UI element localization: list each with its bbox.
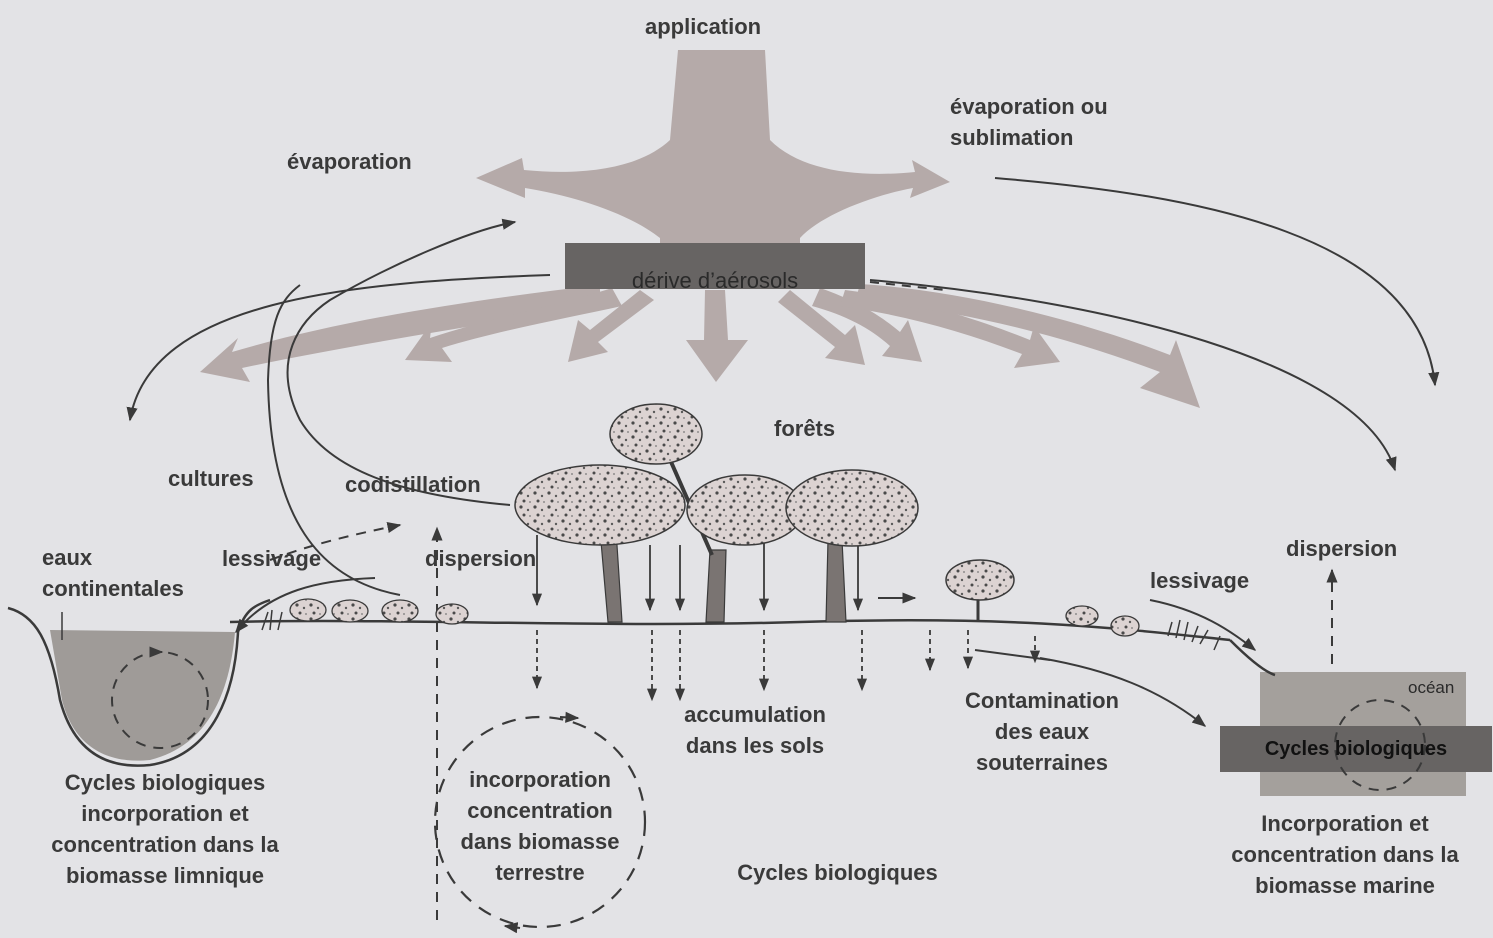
groundwater-line — [975, 650, 1050, 660]
label-limnique-2: incorporation et — [20, 799, 310, 829]
crop-shrub — [382, 600, 418, 622]
crop-shrub — [1111, 616, 1139, 636]
application-trunk — [476, 50, 950, 252]
crop-shrub — [436, 604, 468, 624]
label-derive-aerosols: dérive d’aérosols — [565, 266, 865, 296]
label-accumulation-2: dans les sols — [655, 731, 855, 761]
label-marine-1: Incorporation et — [1195, 809, 1493, 839]
label-terrestre-2: concentration — [440, 796, 640, 826]
crop-shrub — [290, 599, 326, 621]
label-eaux-1: eaux — [42, 543, 92, 573]
label-evaporation: évaporation — [287, 147, 412, 177]
label-ocean: océan — [1408, 676, 1454, 699]
label-eaux-2: continentales — [42, 574, 184, 604]
label-terrestre-1: incorporation — [440, 765, 640, 795]
label-marine-3: biomasse marine — [1195, 871, 1493, 901]
label-limnique-3: concentration dans la — [20, 830, 310, 860]
label-contamination-1: Contamination — [937, 686, 1147, 716]
label-marine-2: concentration dans la — [1195, 840, 1493, 870]
label-terrestre-3: dans biomasse — [440, 827, 640, 857]
grass-tuft — [262, 610, 282, 630]
label-limnique-1: Cycles biologiques — [20, 768, 310, 798]
label-lessivage-right: lessivage — [1150, 566, 1249, 596]
crop-shrub — [1066, 606, 1098, 626]
tree-canopy — [786, 470, 918, 546]
codistillation-line — [288, 222, 515, 505]
label-application: application — [645, 12, 761, 42]
label-dispersion-left: dispersion — [425, 544, 536, 574]
label-evaporation-sublimation-1: évaporation ou — [950, 92, 1108, 122]
label-evaporation-sublimation-2: sublimation — [950, 123, 1073, 153]
label-codistillation: codistillation — [345, 470, 481, 500]
tree-canopy — [515, 465, 685, 545]
tree-trunk — [826, 540, 846, 622]
evaporation-dispersion-line — [995, 178, 1435, 385]
label-dispersion-right: dispersion — [1286, 534, 1397, 564]
label-limnique-4: biomasse limnique — [20, 861, 310, 891]
spray-arrow — [200, 285, 600, 382]
canopy-drip-arrows — [537, 535, 858, 610]
label-cultures: cultures — [168, 464, 254, 494]
tree-canopy — [610, 404, 702, 464]
shore-line — [1230, 640, 1275, 675]
application-flow — [476, 50, 950, 252]
label-contamination-3: souterraines — [937, 748, 1147, 778]
label-cycles-bottom: Cycles biologiques — [700, 858, 975, 888]
label-terrestre-4: terrestre — [440, 858, 640, 888]
ocean-area — [1220, 640, 1492, 796]
spray-arrow — [686, 290, 748, 382]
label-accumulation-1: accumulation — [655, 700, 855, 730]
spray-fan-arrows — [200, 284, 1200, 408]
lessivage-right-line — [1150, 600, 1255, 650]
label-forets: forêts — [774, 414, 835, 444]
label-lessivage-left: lessivage — [222, 544, 321, 574]
continental-water-basin — [8, 600, 270, 766]
label-contamination-2: des eaux — [937, 717, 1147, 747]
crop-shrub — [332, 600, 368, 622]
terrestrial-cycle-arrow-bottom — [505, 926, 520, 928]
tree-trunk — [706, 550, 726, 622]
tree-canopy — [946, 560, 1014, 600]
label-ocean-cycles: Cycles biologiques — [1220, 737, 1492, 761]
terrestrial-cycle-arrow — [560, 717, 578, 718]
